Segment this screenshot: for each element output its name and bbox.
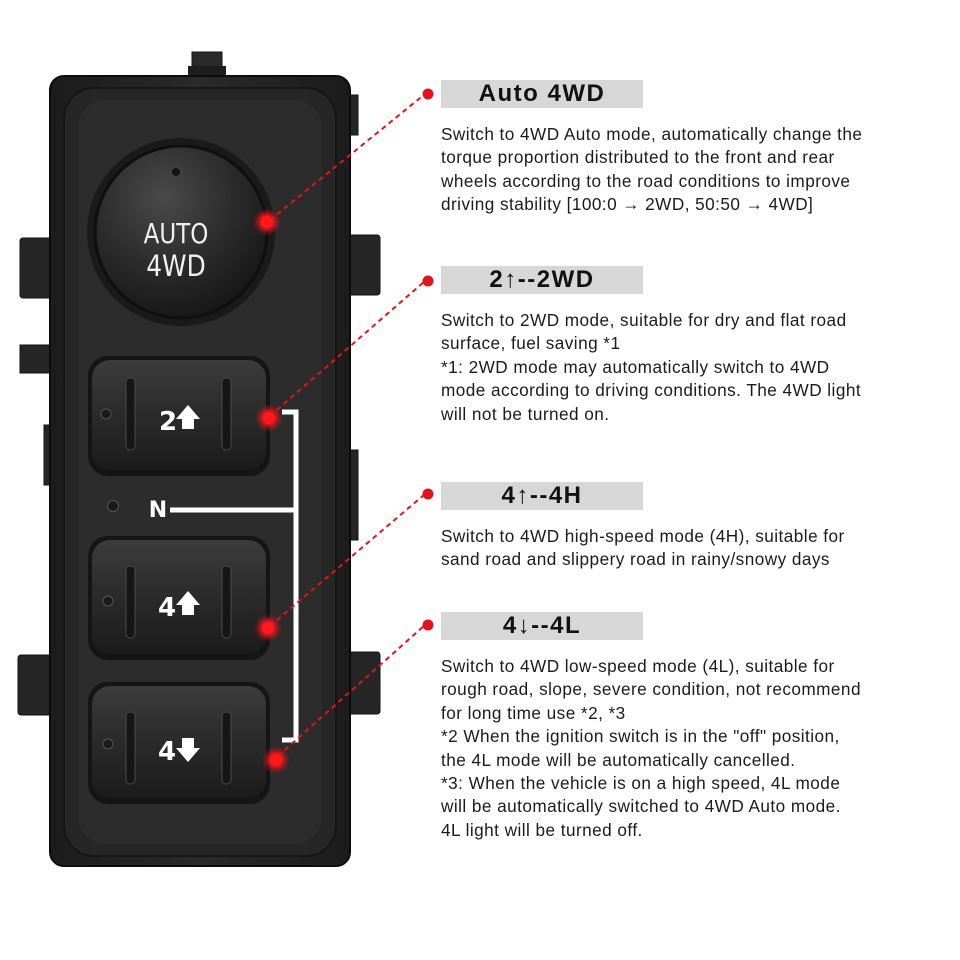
4wd-down-button[interactable]: 4 (88, 682, 270, 804)
description-line: will not be turned on. (441, 403, 610, 424)
4h-button-label: 4 (158, 593, 176, 623)
down-arrow-icon (176, 738, 200, 762)
description-line: driving stability [100:0 → 2WD, 50:50 → … (441, 194, 814, 215)
description-line: torque proportion distributed to the fro… (441, 147, 835, 168)
4wd-label: 4WD (146, 250, 205, 284)
callout-description: Switch to 2WD mode, suitable for dry and… (441, 309, 946, 426)
callout-endpoint-dots (422, 88, 434, 631)
description-line: surface, fuel saving *1 (441, 333, 621, 354)
2wd-indicator-light (100, 408, 112, 420)
callout-auto-4wd: Auto 4WD Switch to 4WD Auto mode, automa… (441, 80, 946, 217)
description-line: Switch to 4WD Auto mode, automatically c… (441, 124, 863, 144)
4l-indicator-light (102, 738, 114, 750)
description-line: sand road and slippery road in rainy/sno… (441, 549, 830, 570)
description-line: wheels according to the road conditions … (441, 170, 851, 191)
description-line: will be automatically switched to 4WD Au… (441, 796, 841, 817)
description-line: Switch to 4WD high-speed mode (4H), suit… (441, 526, 845, 546)
callout-4h: 4↑--4H Switch to 4WD high-speed mode (4H… (441, 482, 946, 572)
description-line: mode according to driving conditions. Th… (441, 380, 862, 401)
callout-leader-lines (269, 93, 426, 757)
description-line: rough road, slope, severe condition, not… (441, 679, 861, 700)
2wd-up-button[interactable]: 2 (88, 356, 270, 476)
2wd-button-label: 2 (159, 407, 177, 437)
description-line: the 4L mode will be automatically cancel… (441, 749, 796, 770)
auto-indicator-light (171, 167, 181, 177)
callout-description: Switch to 4WD high-speed mode (4H), suit… (441, 525, 946, 572)
4wd-up-button[interactable]: 4 (88, 536, 270, 660)
description-line: Switch to 4WD low-speed mode (4L), suita… (441, 656, 835, 676)
highlight-markers (253, 208, 290, 774)
callout-header: 2↑--2WD (441, 266, 643, 294)
4l-button-label: 4 (158, 737, 176, 767)
callout-description: Switch to 4WD Auto mode, automatically c… (441, 123, 946, 217)
callout-description: Switch to 4WD low-speed mode (4L), suita… (441, 655, 946, 842)
description-line: Switch to 2WD mode, suitable for dry and… (441, 310, 847, 330)
top-tab-notch (188, 66, 226, 76)
callout-2wd: 2↑--2WD Switch to 2WD mode, suitable for… (441, 266, 946, 426)
description-line: *1: 2WD mode may automatically switch to… (441, 356, 830, 377)
description-line: *3: When the vehicle is on a high speed,… (441, 773, 841, 794)
callout-header: Auto 4WD (441, 80, 643, 108)
callout-4l: 4↓--4L Switch to 4WD low-speed mode (4L)… (441, 612, 946, 842)
neutral-label: N (149, 498, 167, 523)
callout-header: 4↑--4H (441, 482, 643, 510)
neutral-indicator-light (107, 500, 119, 512)
description-line: *2 When the ignition switch is in the "o… (441, 726, 840, 747)
4h-indicator-light (102, 595, 114, 607)
description-line: 4L light will be turned off. (441, 819, 643, 840)
up-arrow-icon (176, 405, 200, 429)
mode-bracket-lines (170, 409, 299, 743)
description-line: for long time use *2, *3 (441, 702, 626, 723)
auto-4wd-knob[interactable]: AUTO 4WD (87, 138, 275, 326)
auto-label: AUTO (144, 217, 209, 250)
up-arrow-icon (176, 591, 200, 615)
callout-header: 4↓--4L (441, 612, 643, 640)
